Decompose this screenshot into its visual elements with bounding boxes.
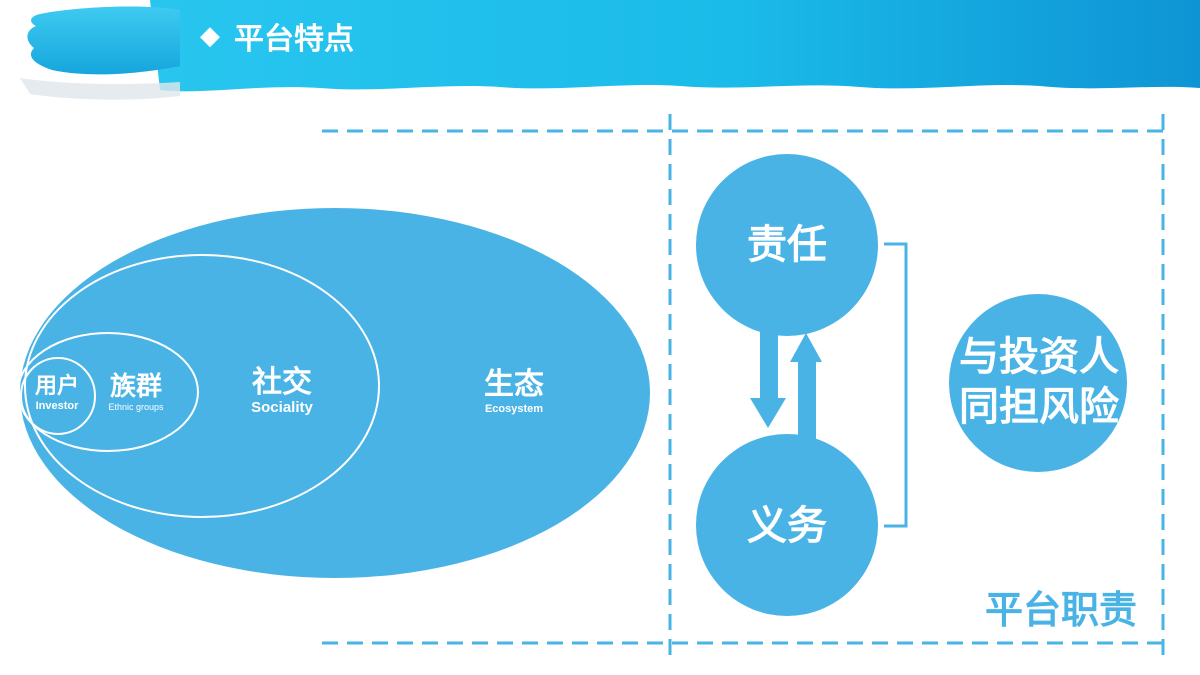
arrow-down-icon: [750, 326, 786, 428]
circle-obligation: [696, 434, 878, 616]
label-user-cn: 用户: [34, 374, 79, 399]
label-social-en: Sociality: [251, 399, 313, 416]
panel-label: 平台职责: [984, 588, 1137, 632]
ellipse-social: [24, 254, 380, 518]
header-banner: [150, 0, 1200, 92]
circle-responsibility: [696, 154, 878, 336]
circle-risk: [949, 294, 1127, 472]
label-risk-line1: 与投资人: [959, 334, 1119, 380]
page-title-text: 平台特点: [234, 22, 354, 57]
label-ethnic-cn: 族群: [109, 372, 162, 402]
arrow-up-icon: [790, 333, 822, 442]
label-obligation: 义务: [747, 503, 827, 549]
ellipse-user: [20, 357, 96, 435]
label-ecosystem-en: Ecosystem: [484, 403, 544, 415]
label-user-en: Investor: [35, 400, 79, 412]
bracket: [884, 242, 908, 528]
header-tab-shadow: [20, 78, 180, 100]
ellipse-ethnic: [17, 332, 199, 452]
label-ethnic: 族群 Ethnic groups: [96, 372, 176, 413]
header-tab: [27, 6, 181, 75]
label-ecosystem-cn: 生态: [484, 367, 544, 402]
label-responsibility: 责任: [747, 222, 827, 268]
page-title: ◆ 平台特点: [200, 14, 354, 58]
label-social: 社交 Sociality: [232, 366, 332, 416]
label-social-cn: 社交: [252, 365, 312, 400]
diamond-icon: ◆: [200, 21, 220, 51]
label-ecosystem: 生态 Ecosystem: [464, 368, 564, 416]
label-risk: 与投资人 同担风险: [944, 332, 1134, 432]
ellipse-ecosystem: [20, 208, 650, 578]
label-user: 用户 Investor: [18, 374, 96, 413]
label-ethnic-en: Ethnic groups: [108, 402, 164, 412]
label-risk-line2: 同担风险: [959, 384, 1119, 430]
